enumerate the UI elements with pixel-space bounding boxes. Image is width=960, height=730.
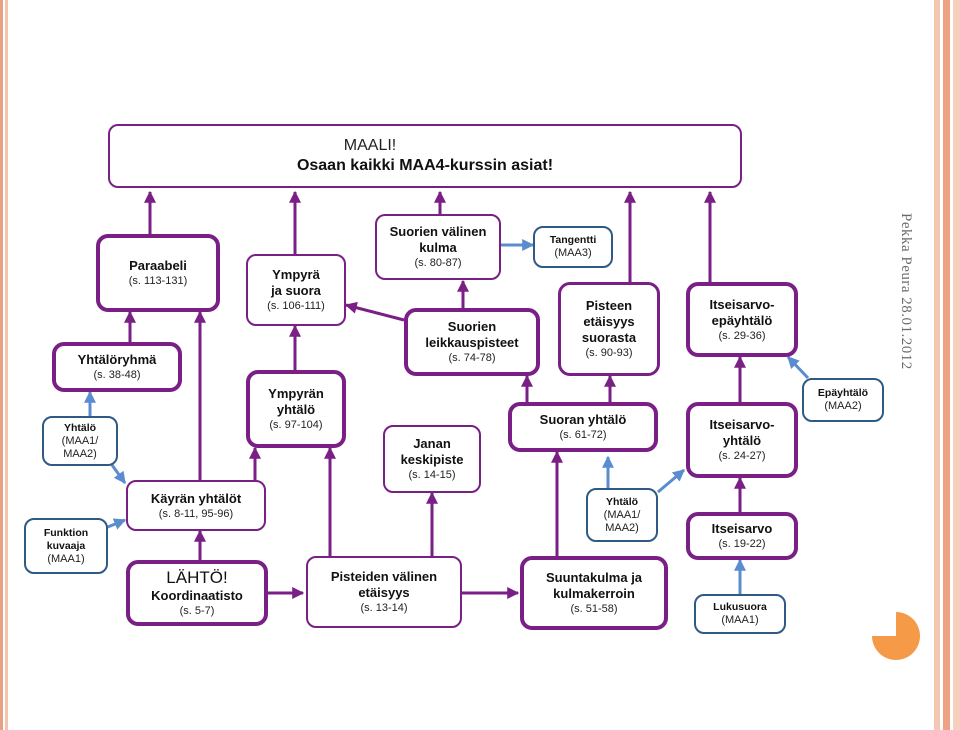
arrow (110, 464, 127, 484)
node-ref: (s. 74-78) (448, 352, 496, 364)
node-ref: (MAA3) (554, 247, 592, 259)
corner-decoration-icon (872, 612, 920, 660)
node-title: Janan keskipiste (400, 436, 464, 467)
node-yhtaloryhma: Yhtälöryhmä (s. 38-48) (52, 342, 182, 392)
node-ref: (s. 106-111) (267, 300, 325, 312)
node-yhtalo-left: Yhtälö (MAA1/ MAA2) (42, 416, 118, 466)
start-heading: LÄHTÖ! (166, 568, 228, 587)
node-title: Yhtälöryhmä (77, 352, 157, 367)
node-suoran-yhtalo: Suoran yhtälö (s. 61-72) (508, 402, 658, 452)
node-title: Ympyrä ja suora (271, 267, 321, 298)
node-lahto-koordinaatisto: LÄHTÖ! Koordinaatisto (s. 5-7) (126, 560, 268, 626)
node-title: Suoran yhtälö (539, 412, 627, 427)
node-suorien-valinen-kulma: Suorien välinen kulma (s. 80-87) (375, 214, 501, 280)
node-ref: (s. 38-48) (93, 369, 141, 381)
node-ref: (MAA1) (47, 552, 85, 565)
node-janan-keskipiste: Janan keskipiste (s. 14-15) (383, 425, 481, 493)
node-title: Ympyrän yhtälö (268, 386, 324, 417)
node-ref: (s. 113-131) (128, 275, 188, 287)
slide-frame-right (930, 0, 960, 730)
node-title: Suuntakulma ja kulmakerroin (545, 570, 643, 601)
node-ref: (s. 90-93) (585, 347, 633, 359)
node-ympyra-ja-suora: Ympyrä ja suora (s. 106-111) (246, 254, 346, 326)
node-tangentti: Tangentti (MAA3) (533, 226, 613, 268)
node-suorien-leikkauspisteet: Suorien leikkauspisteet (s. 74-78) (404, 308, 540, 376)
node-ref: (s. 5-7) (179, 605, 215, 617)
node-ref: (s. 29-36) (718, 329, 766, 342)
goal-heading: MAALI! (343, 137, 397, 154)
node-kayran-yhtalot: Käyrän yhtälöt (s. 8-11, 95-96) (126, 480, 266, 531)
node-itseisarvo-epayhtalo: Itseisarvo-epäyhtälö (s. 29-36) (686, 282, 798, 357)
node-ref: (s. 19-22) (718, 538, 766, 550)
node-funktion-kuvaaja: Funktion kuvaaja (MAA1) (24, 518, 108, 574)
node-title: Yhtälö (605, 495, 639, 508)
node-ref: (MAA1/ MAA2) (603, 508, 641, 534)
node-ref: (MAA2) (824, 400, 862, 412)
node-title: Suorien leikkauspisteet (425, 319, 519, 350)
node-ympyran-yhtalo: Ympyrän yhtälö (s. 97-104) (246, 370, 346, 448)
node-ref: (s. 14-15) (408, 469, 456, 481)
node-ref: (s. 80-87) (414, 257, 462, 269)
node-title: Suorien välinen kulma (389, 224, 487, 255)
slide-frame-left (0, 0, 10, 730)
node-title: Käyrän yhtälöt (150, 490, 242, 506)
node-ref: (s. 61-72) (559, 429, 607, 441)
arrow (786, 355, 810, 380)
node-ref: (s. 24-27) (718, 450, 766, 462)
node-pisteen-etaisyys-suorasta: Pisteen etäisyys suorasta (s. 90-93) (558, 282, 660, 376)
node-suuntakulma-ja-kulmakerroin: Suuntakulma ja kulmakerroin (s. 51-58) (520, 556, 668, 630)
arrow (344, 301, 405, 322)
node-title: Koordinaatisto (151, 588, 243, 603)
node-title: Tangentti (549, 234, 597, 246)
node-title: Itseisarvo (711, 521, 773, 536)
goal-box: MAALI! Osaan kaikki MAA4-kurssin asiat! (108, 124, 742, 188)
node-epayhtalo: Epäyhtälö (MAA2) (802, 378, 884, 422)
node-pisteiden-valinen-etaisyys: Pisteiden välinen etäisyys (s. 13-14) (306, 556, 462, 628)
node-lukusuora: Lukusuora (MAA1) (694, 594, 786, 634)
node-title: Paraabeli (129, 258, 187, 273)
node-title: Itseisarvo-yhtälö (709, 417, 775, 448)
node-paraabeli: Paraabeli (s. 113-131) (96, 234, 220, 312)
node-yhtalo-right: Yhtälö (MAA1/ MAA2) (586, 488, 658, 542)
node-title: Pisteiden välinen etäisyys (330, 569, 438, 600)
node-itseisarvo: Itseisarvo (s. 19-22) (686, 512, 798, 560)
node-title: Funktion kuvaaja (43, 526, 89, 552)
goal-text: Osaan kaikki MAA4-kurssin asiat! (296, 157, 554, 174)
node-ref: (s. 8-11, 95-96) (158, 507, 234, 520)
node-title: Epäyhtälö (817, 387, 869, 399)
node-title: Pisteen etäisyys suorasta (581, 298, 637, 345)
node-itseisarvo-yhtalo: Itseisarvo-yhtälö (s. 24-27) (686, 402, 798, 478)
arrow (657, 468, 685, 494)
node-title: Yhtälö (63, 421, 97, 434)
node-ref: (s. 13-14) (360, 602, 408, 614)
node-ref: (MAA1/ MAA2) (61, 434, 99, 460)
node-ref: (s. 97-104) (269, 419, 323, 431)
node-title: Lukusuora (713, 601, 767, 613)
node-ref: (MAA1) (721, 614, 759, 626)
node-title: Itseisarvo-epäyhtälö (709, 296, 775, 328)
node-ref: (s. 51-58) (570, 603, 618, 615)
